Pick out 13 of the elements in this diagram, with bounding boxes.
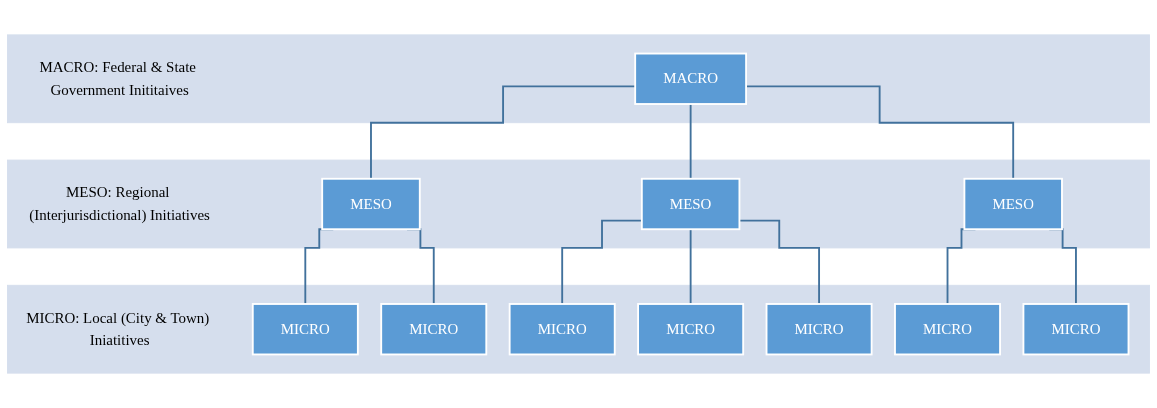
node-box: MESO: [321, 177, 421, 231]
node-box: MESO: [963, 177, 1063, 231]
node-box: MICRO: [508, 303, 616, 356]
node-box: MICRO: [380, 303, 488, 356]
node-box: MICRO: [894, 303, 1001, 356]
node-box: MICRO: [637, 303, 745, 356]
node-box: MESO: [640, 177, 741, 231]
node-box: MICRO: [1022, 303, 1130, 356]
connector: [689, 103, 692, 180]
node-box: MICRO: [251, 303, 359, 356]
node-box: MICRO: [765, 303, 873, 356]
node-box: MACRO: [634, 52, 748, 105]
connector: [689, 228, 692, 305]
